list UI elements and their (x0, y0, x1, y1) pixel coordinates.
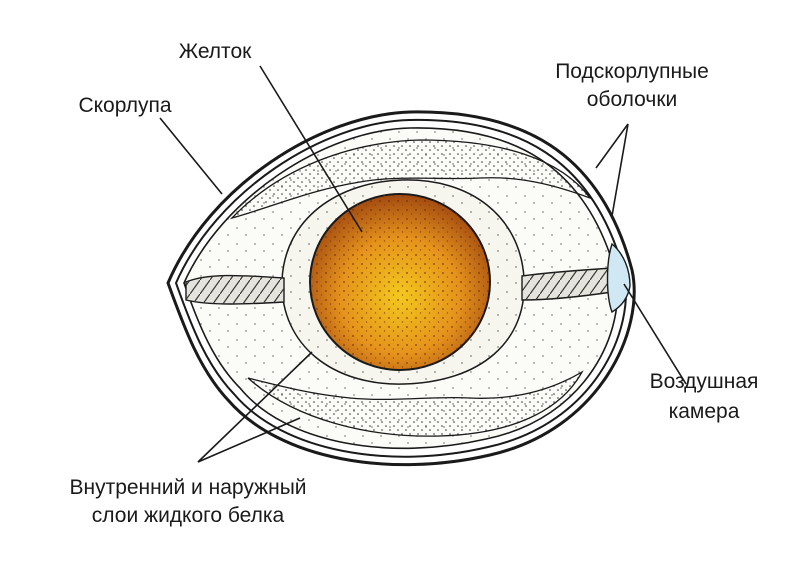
label-shell: Скорлупа (78, 94, 171, 117)
leader-albumen-1 (197, 351, 313, 463)
outer-albumen-band-bottom (247, 370, 584, 437)
label-albumen-line1: Внутренний и наружный (69, 476, 306, 499)
leader-albumen-2 (197, 417, 301, 463)
yolk (309, 193, 491, 371)
outer-albumen-band-top (229, 139, 592, 220)
chalaza-left (185, 274, 285, 305)
label-air-cell-line1: Воздушная (650, 370, 759, 393)
air-cell (606, 242, 631, 314)
label-membranes-line2: оболочки (587, 88, 678, 111)
leader-yolk (259, 65, 363, 233)
leader-membranes-2 (611, 123, 629, 217)
label-albumen-line2: слои жидкого белка (92, 504, 285, 527)
leader-membranes-1 (595, 123, 629, 169)
label-air-cell-line2: камера (669, 400, 740, 423)
chalaza-right (521, 267, 613, 301)
leader-air-cell (623, 283, 687, 385)
label-yolk: Желток (179, 40, 252, 63)
leader-shell (159, 117, 223, 195)
label-membranes-line1: Подскорлупные (555, 60, 709, 83)
